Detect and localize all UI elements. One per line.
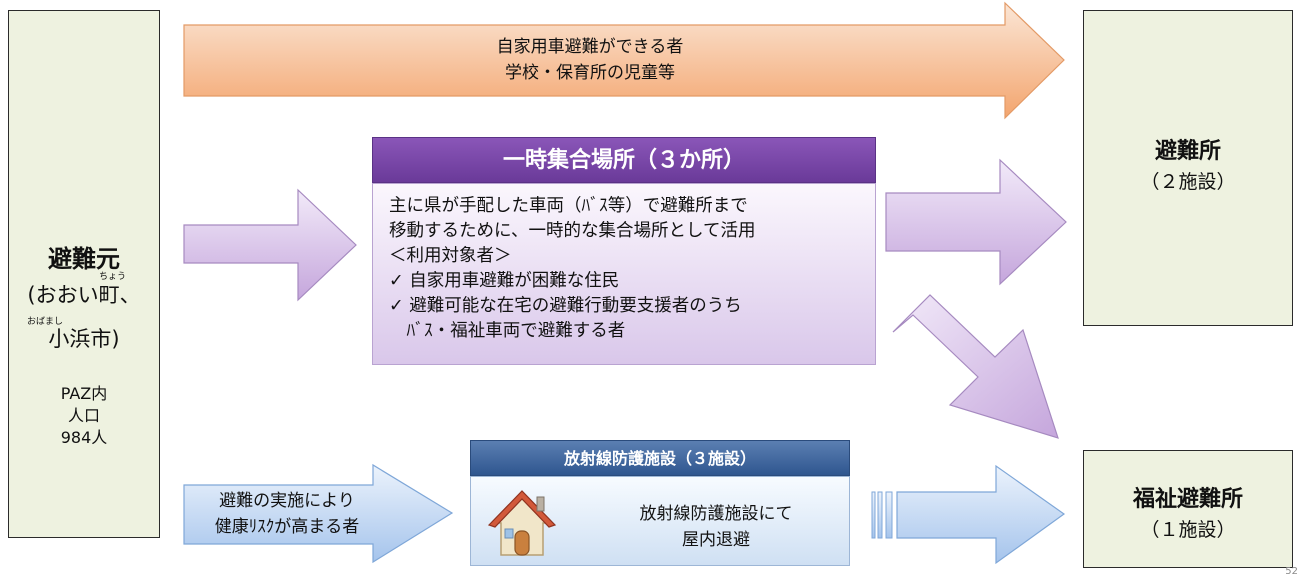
shelter-subtitle: （２施設） [1140,171,1236,193]
arrow-temp-to-welfare [892,294,1059,439]
temp-line-4: ✓ 自家用車避難が困難な住民 [389,271,620,291]
radiation-facility-line-1: 放射線防護施設にて [639,504,793,524]
arrow-rad-to-welfare [896,464,1066,565]
welfare-title: 福祉避難所 [1132,487,1243,512]
source-ruby-obama: おばまし [27,317,64,327]
source-info-pop-label: 人口 [67,406,100,425]
source-info-pop-value: 984人 [60,428,108,447]
shelter-box: 避難所 （２施設） [1083,10,1293,326]
source-line-1: (おおい町、 [27,283,141,307]
evacuation-source-box: 避難元 ちょう (おおい町、 おばまし 小浜市) PAZ内 人口 984人 [8,10,160,538]
bottom-arrow-label: 避難の実施により 健康ﾘｽｸが高まる者 [192,488,382,540]
temp-line-2: 移動するために、一時的な集合場所として活用 [389,221,756,241]
shelter-title: 避難所 [1154,139,1221,164]
radiation-facility-line-2: 屋内退避 [682,530,750,550]
temp-line-5: ✓ 避難可能な在宅の避難行動要支援者のうち [389,296,742,316]
temp-place-header: 一時集合場所（３か所） [372,137,876,183]
welfare-subtitle: （１施設） [1140,519,1236,541]
bottom-arrow-line-1: 避難の実施により [219,491,355,511]
temp-line-3: ＜利用対象者＞ [389,246,512,266]
top-arrow-line-2: 学校・保育所の児童等 [505,63,675,83]
radiation-facility-body: 放射線防護施設にて 屋内退避 [470,476,850,566]
source-line-2: 小浜市) [48,327,120,351]
arrow-to-radiation-facility [183,463,454,564]
radiation-facility-text: 放射線防護施設にて 屋内退避 [591,501,841,553]
arrow-stripe-2 [877,491,883,539]
arrow-to-temp-place [183,188,357,302]
arrow-temp-to-shelter [885,158,1067,286]
arrow-stripe-1 [871,491,876,539]
page-number: 52 [1285,566,1298,577]
temp-place-body: 主に県が手配した車両（ﾊﾞｽ等）で避難所まで 移動するために、一時的な集合場所と… [372,183,876,365]
welfare-shelter-box: 福祉避難所 （１施設） [1083,450,1293,568]
source-ruby-cho: ちょう [99,272,127,282]
top-arrow-line-1: 自家用車避難ができる者 [496,37,684,57]
temp-line-6: ﾊﾞｽ・福祉車両で避難する者 [389,321,626,341]
temp-line-1: 主に県が手配した車両（ﾊﾞｽ等）で避難所まで [389,196,748,216]
top-orange-arrow [183,1,1065,120]
radiation-facility-header: 放射線防護施設（３施設） [470,440,850,476]
house-icon [485,485,559,563]
bottom-arrow-line-2: 健康ﾘｽｸが高まる者 [214,517,360,537]
source-info-paz: PAZ内 [60,384,108,403]
source-title: 避難元 [48,245,120,273]
arrow-stripe-3 [885,491,893,539]
top-arrow-label: 自家用車避難ができる者 学校・保育所の児童等 [430,34,750,86]
